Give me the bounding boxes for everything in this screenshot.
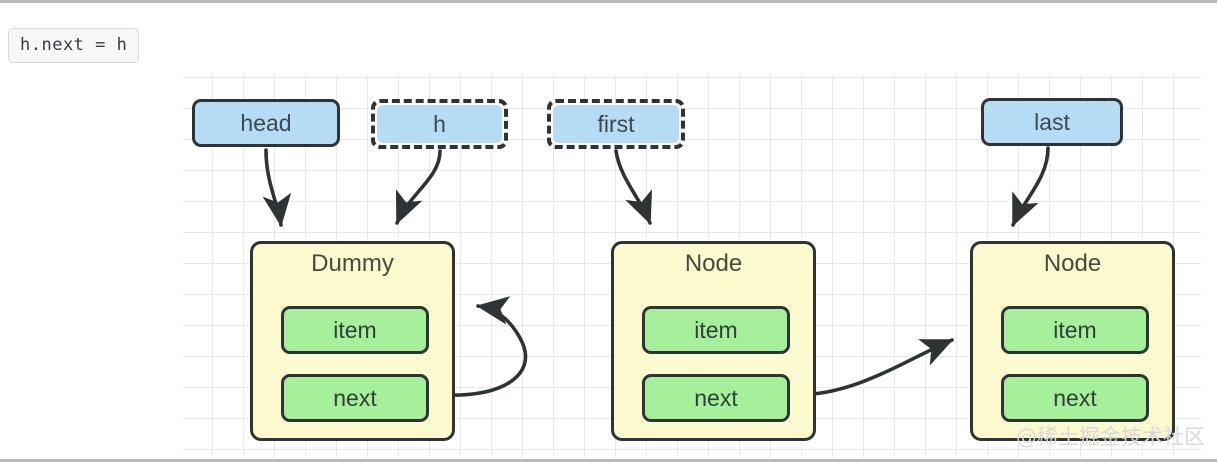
pointer-label: h [433,110,446,137]
node-field-next: next [281,374,429,422]
node-box: Node item next [611,241,816,441]
node-field-next: next [642,374,790,422]
node-title: Node [1043,250,1102,277]
node-field-item: item [281,306,429,354]
pointer-box-first: first [547,99,685,149]
node-title: Node [684,250,743,277]
pointer-label: last [1034,108,1070,135]
pointer-box-head: head [192,99,340,147]
node-field-item: item [1001,306,1149,354]
node-box: Node item next [970,241,1175,441]
code-caption: h.next = h [8,28,140,63]
node-box: Dummy item next [250,241,455,441]
watermark: @稀土掘金技术社区 [1016,425,1205,449]
node-title: Dummy [311,250,394,277]
pointer-label: first [597,110,635,137]
pointer-fill [377,105,502,143]
node-field-item: item [642,306,790,354]
pointer-fill [553,105,679,143]
pointer-box-h: h [371,99,508,149]
pointer-box-last: last [981,98,1123,146]
node-field-next: next [1001,374,1149,422]
pointer-label: head [240,109,292,136]
